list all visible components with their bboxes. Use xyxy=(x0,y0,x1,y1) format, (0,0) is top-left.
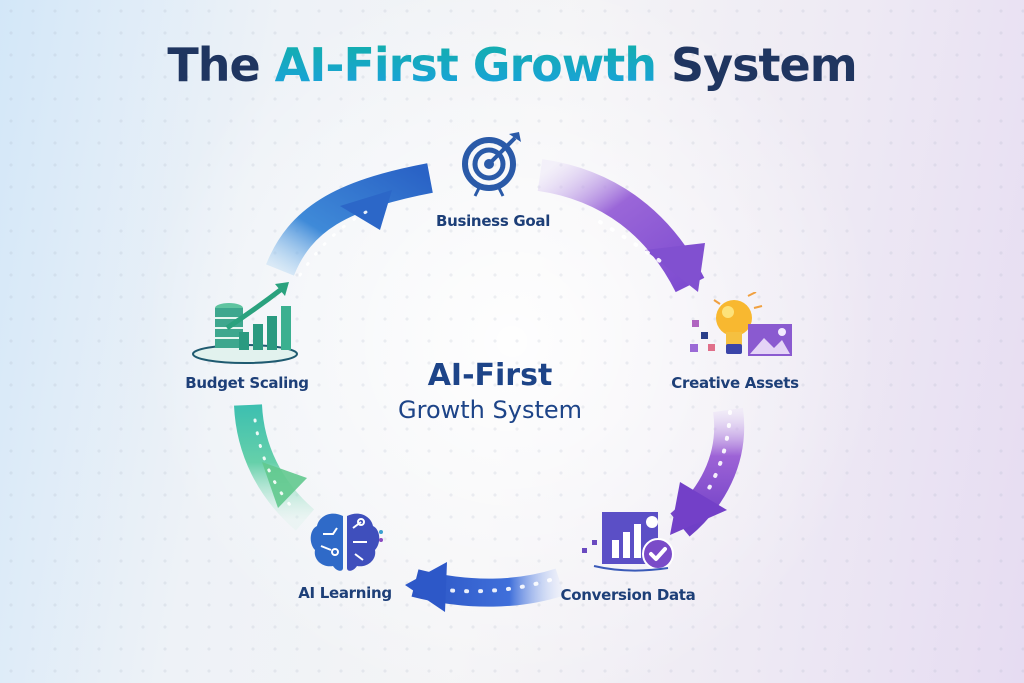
node-conversion-data: Conversion Data xyxy=(548,510,708,604)
title-prefix: The xyxy=(167,38,275,92)
node-budget-scaling: Budget Scaling xyxy=(172,278,322,392)
node-label-budget-scaling: Budget Scaling xyxy=(185,374,309,392)
arrow-goal-to-creative xyxy=(537,159,705,293)
title-suffix: System xyxy=(656,38,858,92)
arrow-budget-to-goal xyxy=(266,163,433,277)
center-title: AI-First Growth System xyxy=(360,358,620,426)
node-label-conversion-data: Conversion Data xyxy=(560,586,696,604)
target-icon xyxy=(462,132,521,197)
brain-circuit-icon xyxy=(310,513,383,571)
node-label-creative-assets: Creative Assets xyxy=(671,374,799,392)
arrow-creative-to-conversion xyxy=(670,407,745,537)
node-label-ai-learning: AI Learning xyxy=(298,584,392,602)
page-title: The AI-First Growth System xyxy=(0,38,1024,92)
node-ai-learning: AI Learning xyxy=(285,508,405,602)
title-accent: AI-First Growth xyxy=(274,38,657,92)
coins-growth-chart-icon xyxy=(192,282,298,364)
arrow-learning-to-budget xyxy=(234,404,315,531)
center-title-line2: Growth System xyxy=(398,396,582,424)
node-business-goal: Business Goal xyxy=(418,130,568,230)
lightbulb-image-icon xyxy=(690,292,792,356)
node-creative-assets: Creative Assets xyxy=(650,292,820,392)
node-label-business-goal: Business Goal xyxy=(435,212,551,230)
center-title-line1: AI-First xyxy=(427,358,553,393)
arrow-conversion-to-learning xyxy=(405,562,565,612)
chart-check-icon xyxy=(582,512,674,572)
